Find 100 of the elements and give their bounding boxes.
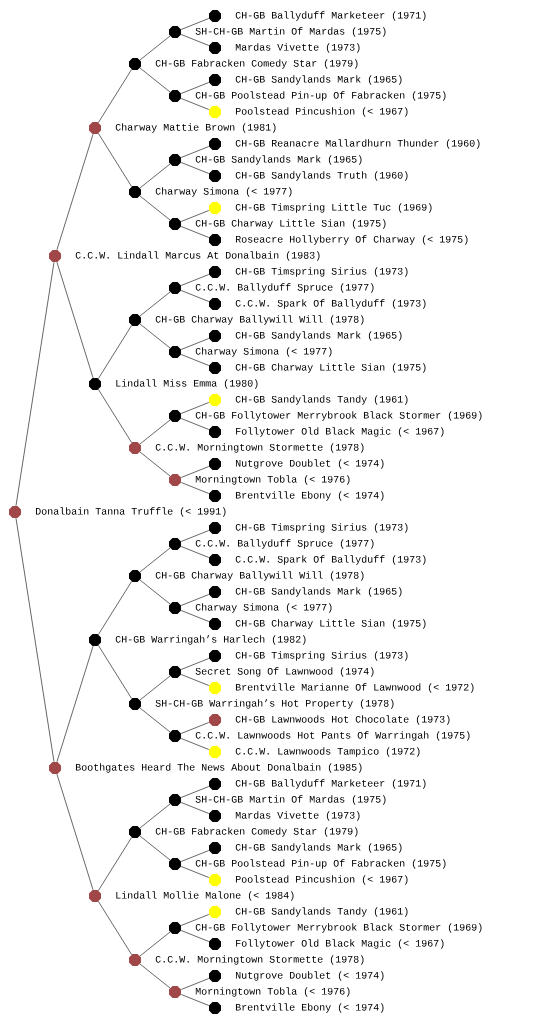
pedigree-line bbox=[139, 291, 171, 317]
pedigree-line bbox=[180, 546, 210, 558]
pedigree-line bbox=[180, 146, 210, 158]
pedigree-line bbox=[180, 802, 210, 814]
pedigree-line bbox=[180, 402, 210, 414]
pedigree-line bbox=[180, 866, 210, 878]
pedigree-line bbox=[180, 914, 210, 926]
pedigree-line bbox=[180, 530, 210, 542]
pedigree-line bbox=[98, 389, 132, 443]
dog-name: Morningtown Tobla (< 1976) bbox=[195, 987, 350, 997]
dog-name: Morningtown Tobla (< 1976) bbox=[195, 475, 350, 485]
dog-name: CH-GB Sandylands Mark (1965) bbox=[235, 75, 402, 85]
pedigree-line bbox=[180, 594, 210, 606]
pedigree-line bbox=[180, 354, 210, 366]
dog-name: CH-GB Charway Little Sian (1975) bbox=[195, 219, 386, 229]
pedigree-line bbox=[180, 34, 210, 46]
dog-name: C.C.W. Ballyduff Spruce (1977) bbox=[195, 283, 374, 293]
dog-name: Brentville Ebony (< 1974) bbox=[236, 1003, 384, 1013]
dog-name: Charway Simona (< 1977) bbox=[195, 347, 332, 357]
dog-name: CH-GB Ballyduff Marketeer (1971) bbox=[235, 779, 426, 789]
pedigree-line bbox=[180, 82, 210, 94]
dog-name: CH-GB Lawnwoods Hot Chocolate (1973) bbox=[235, 715, 450, 725]
pedigree-line bbox=[180, 290, 210, 302]
dog-name: Brentville Marianne Of Lawnwood (< 1972) bbox=[236, 683, 474, 693]
pedigree-line bbox=[56, 773, 94, 891]
dog-name: Mardas Vivette (1973) bbox=[235, 811, 360, 821]
pedigree-line bbox=[139, 803, 171, 829]
dog-name: Poolstead Pincushion (< 1967) bbox=[236, 875, 408, 885]
pedigree-line bbox=[180, 162, 210, 174]
pedigree-line bbox=[139, 195, 171, 221]
dog-name: Brentville Ebony (< 1974) bbox=[236, 491, 384, 501]
pedigree-line bbox=[180, 274, 210, 286]
dog-name: CH-GB Sandylands Mark (1965) bbox=[235, 587, 402, 597]
dog-name: CH-GB Poolstead Pin-up Of Fabracken (1975) bbox=[195, 91, 446, 101]
pedigree-line bbox=[180, 482, 210, 494]
pedigree-line bbox=[98, 837, 132, 891]
pedigree-line bbox=[180, 994, 210, 1006]
pedigree-line bbox=[180, 930, 210, 942]
dog-name: C.C.W. Morningtown Stormette (1978) bbox=[155, 443, 364, 453]
pedigree-line bbox=[139, 547, 171, 573]
pedigree-line bbox=[139, 35, 171, 61]
dog-name: Boothgates Heard The News About Donalbain (1985) bbox=[76, 763, 362, 773]
dog-name: Lindall Miss Emma (1980) bbox=[116, 379, 258, 389]
dog-name: CH-GB Sandylands Tandy (1961) bbox=[235, 907, 408, 917]
pedigree-line bbox=[56, 645, 94, 763]
dog-name: CH-GB Charway Ballywill Will (1978) bbox=[155, 571, 364, 581]
dog-name: CH-GB Charway Little Sian (1975) bbox=[235, 619, 426, 629]
dog-name: SH-CH-GB Martin Of Mardas (1975) bbox=[195, 795, 386, 805]
pedigree-line bbox=[98, 581, 132, 635]
pedigree-line bbox=[98, 325, 132, 379]
dog-name: CH-GB Fabracken Comedy Star (1979) bbox=[155, 827, 358, 837]
dog-name: CH-GB Sandylands Mark (1965) bbox=[235, 843, 402, 853]
dog-name: CH-GB Charway Ballywill Will (1978) bbox=[155, 315, 364, 325]
pedigree-line bbox=[139, 931, 171, 957]
dog-name: C.C.W. Morningtown Stormette (1978) bbox=[155, 955, 364, 965]
pedigree-line bbox=[180, 850, 210, 862]
dog-name: Donalbain Tanna Truffle (< 1991) bbox=[36, 507, 226, 517]
pedigree-line bbox=[139, 323, 171, 349]
pedigree-line bbox=[139, 579, 171, 605]
dog-name: Follytower Old Black Magic (< 1967) bbox=[236, 427, 444, 437]
dog-name: CH-GB Charway Little Sian (1975) bbox=[235, 363, 426, 373]
dog-name: Charway Simona (< 1977) bbox=[155, 187, 292, 197]
dog-name: Poolstead Pincushion (< 1967) bbox=[236, 107, 408, 117]
pedigree-line bbox=[139, 163, 171, 189]
pedigree-line bbox=[139, 835, 171, 861]
pedigree-line bbox=[180, 18, 210, 30]
dog-name: C.C.W. Spark Of Ballyduff (1973) bbox=[235, 299, 426, 309]
dog-name: C.C.W. Lawnwoods Tampico (1972) bbox=[235, 747, 420, 757]
pedigree-line bbox=[139, 963, 171, 989]
dog-name: CH-GB Warringah’s Harlech (1982) bbox=[115, 635, 306, 645]
pedigree-line bbox=[180, 978, 210, 990]
dog-name: SH-CH-GB Martin Of Mardas (1975) bbox=[195, 27, 386, 37]
dog-name: Mardas Vivette (1973) bbox=[235, 43, 360, 53]
dog-name: CH-GB Sandylands Mark (1965) bbox=[235, 331, 402, 341]
pedigree-line bbox=[180, 338, 210, 350]
dog-name: Nutgrove Doublet (< 1974) bbox=[236, 971, 384, 981]
dog-name: Charway Simona (< 1977) bbox=[195, 603, 332, 613]
pedigree-line bbox=[180, 466, 210, 478]
pedigree-line bbox=[139, 419, 171, 445]
dog-name: Nutgrove Doublet (< 1974) bbox=[236, 459, 384, 469]
pedigree-line bbox=[180, 418, 210, 430]
dog-name: C.C.W. Ballyduff Spruce (1977) bbox=[195, 539, 374, 549]
dog-name: CH-GB Follytower Merrybrook Black Stormer (1969) bbox=[195, 411, 482, 421]
dog-name: CH-GB Sandylands Truth (1960) bbox=[235, 171, 408, 181]
dog-name: CH-GB Reanacre Mallardhurn Thunder (1960) bbox=[235, 139, 480, 149]
pedigree-line bbox=[180, 674, 210, 686]
dog-name: SH-CH-GB Warringah’s Hot Property (1978) bbox=[155, 699, 394, 709]
dog-name: C.C.W. Lawnwoods Hot Pants Of Warringah (1975) bbox=[195, 731, 470, 741]
pedigree-line bbox=[180, 658, 210, 670]
pedigree-line bbox=[180, 722, 210, 734]
pedigree-line bbox=[139, 451, 171, 477]
pedigree-line bbox=[15, 261, 55, 507]
pedigree-line bbox=[180, 210, 210, 222]
pedigree-line bbox=[180, 738, 210, 750]
pedigree-line bbox=[56, 261, 94, 379]
pedigree-line bbox=[139, 707, 171, 733]
pedigree-line bbox=[15, 517, 55, 763]
dog-name: Charway Mattie Brown (1981) bbox=[115, 123, 276, 133]
dog-name: CH-GB Sandylands Tandy (1961) bbox=[235, 395, 408, 405]
dog-name: Lindall Mollie Malone (< 1984) bbox=[116, 891, 294, 901]
